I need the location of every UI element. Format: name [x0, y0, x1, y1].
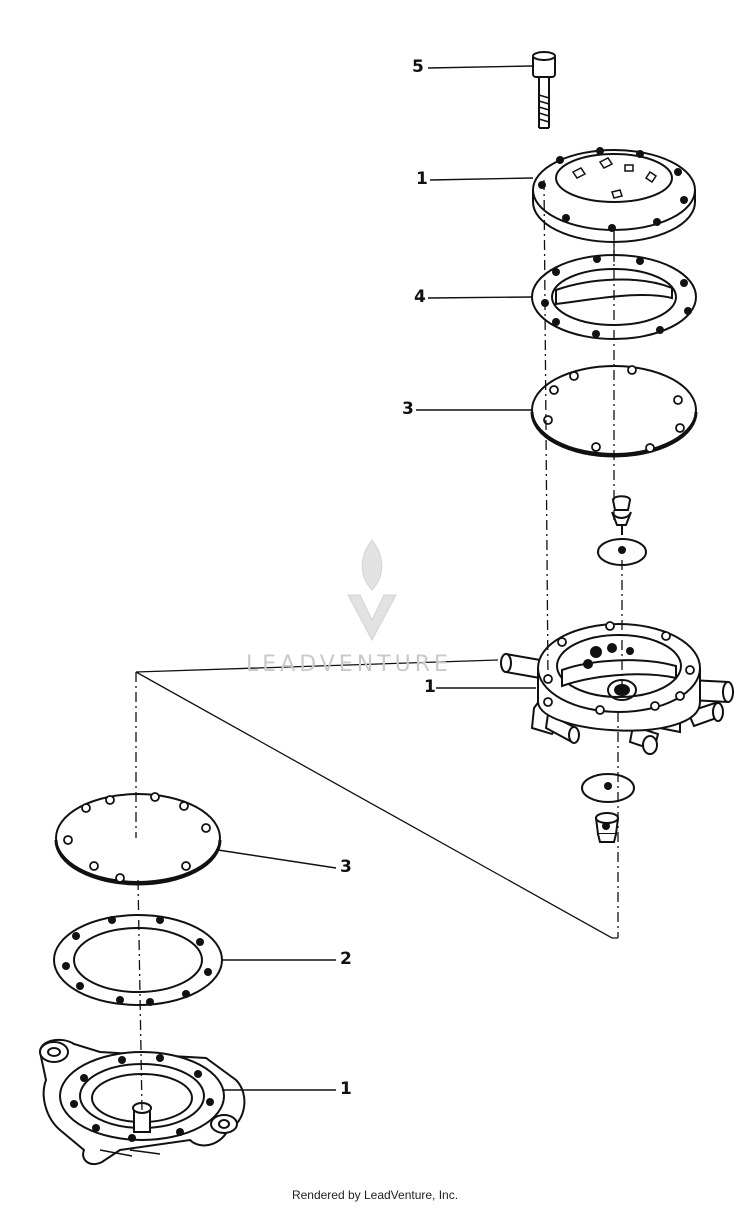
callout-label: 1	[416, 169, 428, 189]
leader-lines	[217, 65, 615, 1091]
assembly-offset-line	[135, 659, 618, 939]
callout-label: 2	[340, 949, 352, 969]
upper-cover-part	[532, 147, 696, 243]
bolt-part	[532, 51, 556, 129]
alignment-lines	[135, 179, 623, 1111]
washer-lower-part	[581, 773, 635, 803]
check-valve-upper-part	[611, 495, 632, 535]
callout-label: 3	[402, 399, 414, 419]
pump-body-part	[500, 621, 734, 755]
watermark-logo	[347, 539, 397, 642]
callout-label: 4	[414, 287, 426, 307]
callout-label: 1	[424, 677, 436, 697]
lower-gasket-part	[53, 914, 223, 1006]
watermark-text: LEADVENTURE	[246, 652, 452, 677]
lower-diaphragm-part	[54, 792, 222, 886]
callout-label: 3	[340, 857, 352, 877]
callout-label: 5	[412, 57, 424, 77]
check-valve-lower-part	[594, 812, 620, 843]
footer-credit: Rendered by LeadVenture, Inc.	[291, 1188, 459, 1202]
callout-label: 1	[340, 1079, 352, 1099]
